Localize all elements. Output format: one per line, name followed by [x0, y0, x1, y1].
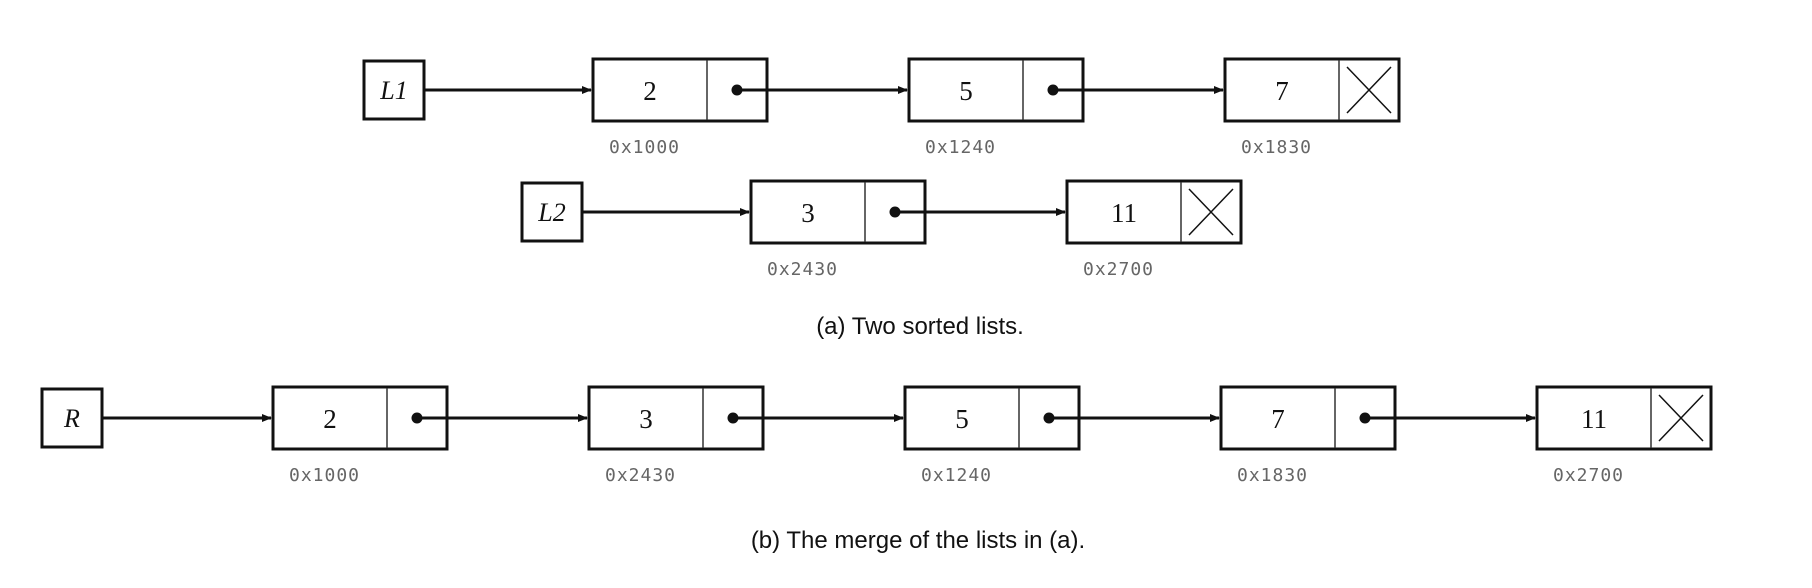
node-value: 5 — [959, 76, 973, 106]
list-head-box — [520, 181, 584, 243]
figure-b-caption: (b) The merge of the lists in (a). — [751, 527, 1085, 554]
node-address: 0x1240 — [921, 465, 992, 486]
null-pointer-icon — [1188, 188, 1234, 236]
node-value: 7 — [1271, 404, 1285, 434]
list-head-label: L2 — [537, 198, 565, 227]
node-address: 0x1000 — [289, 465, 360, 486]
list-head-label: R — [63, 404, 80, 433]
list-node: 7 0x1830 — [1219, 385, 1536, 486]
node-address: 0x2430 — [605, 465, 676, 486]
node-value: 2 — [323, 404, 337, 434]
list-node: 3 0x2430 — [587, 385, 904, 486]
list-node: 3 0x2430 — [749, 179, 1066, 280]
list-head-box — [40, 387, 104, 449]
list-head-label: L1 — [379, 76, 407, 105]
figure-a-caption: (a) Two sorted lists. — [816, 313, 1024, 340]
node-address: 0x1000 — [609, 137, 680, 158]
node-value: 11 — [1581, 404, 1607, 434]
node-address: 0x1830 — [1237, 465, 1308, 486]
node-box — [1065, 179, 1243, 245]
node-box — [1223, 57, 1401, 123]
null-pointer-icon — [1658, 394, 1704, 442]
list-head-box — [362, 59, 426, 121]
node-address: 0x2700 — [1553, 465, 1624, 486]
list-node: 2 0x1000 — [591, 57, 908, 158]
figure-b-merged-list: R 2 0x1000 3 0x2430 5 0x1240 7 0x1830 11 0x2700 — [40, 385, 1713, 486]
list-node: 7 0x1830 — [1223, 57, 1401, 158]
node-address: 0x1830 — [1241, 137, 1312, 158]
node-value: 3 — [801, 198, 815, 228]
node-value: 7 — [1275, 76, 1289, 106]
node-value: 3 — [639, 404, 653, 434]
node-box — [1535, 385, 1713, 451]
list-node: 5 0x1240 — [907, 57, 1224, 158]
node-address: 0x1240 — [925, 137, 996, 158]
list-node: 11 0x2700 — [1535, 385, 1713, 486]
list-node: 5 0x1240 — [903, 385, 1220, 486]
node-value: 5 — [955, 404, 969, 434]
node-value: 11 — [1111, 198, 1137, 228]
node-value: 2 — [643, 76, 657, 106]
node-address: 0x2700 — [1083, 259, 1154, 280]
null-pointer-icon — [1346, 66, 1392, 114]
node-address: 0x2430 — [767, 259, 838, 280]
list-node: 2 0x1000 — [271, 385, 588, 486]
list-node: 11 0x2700 — [1065, 179, 1243, 280]
